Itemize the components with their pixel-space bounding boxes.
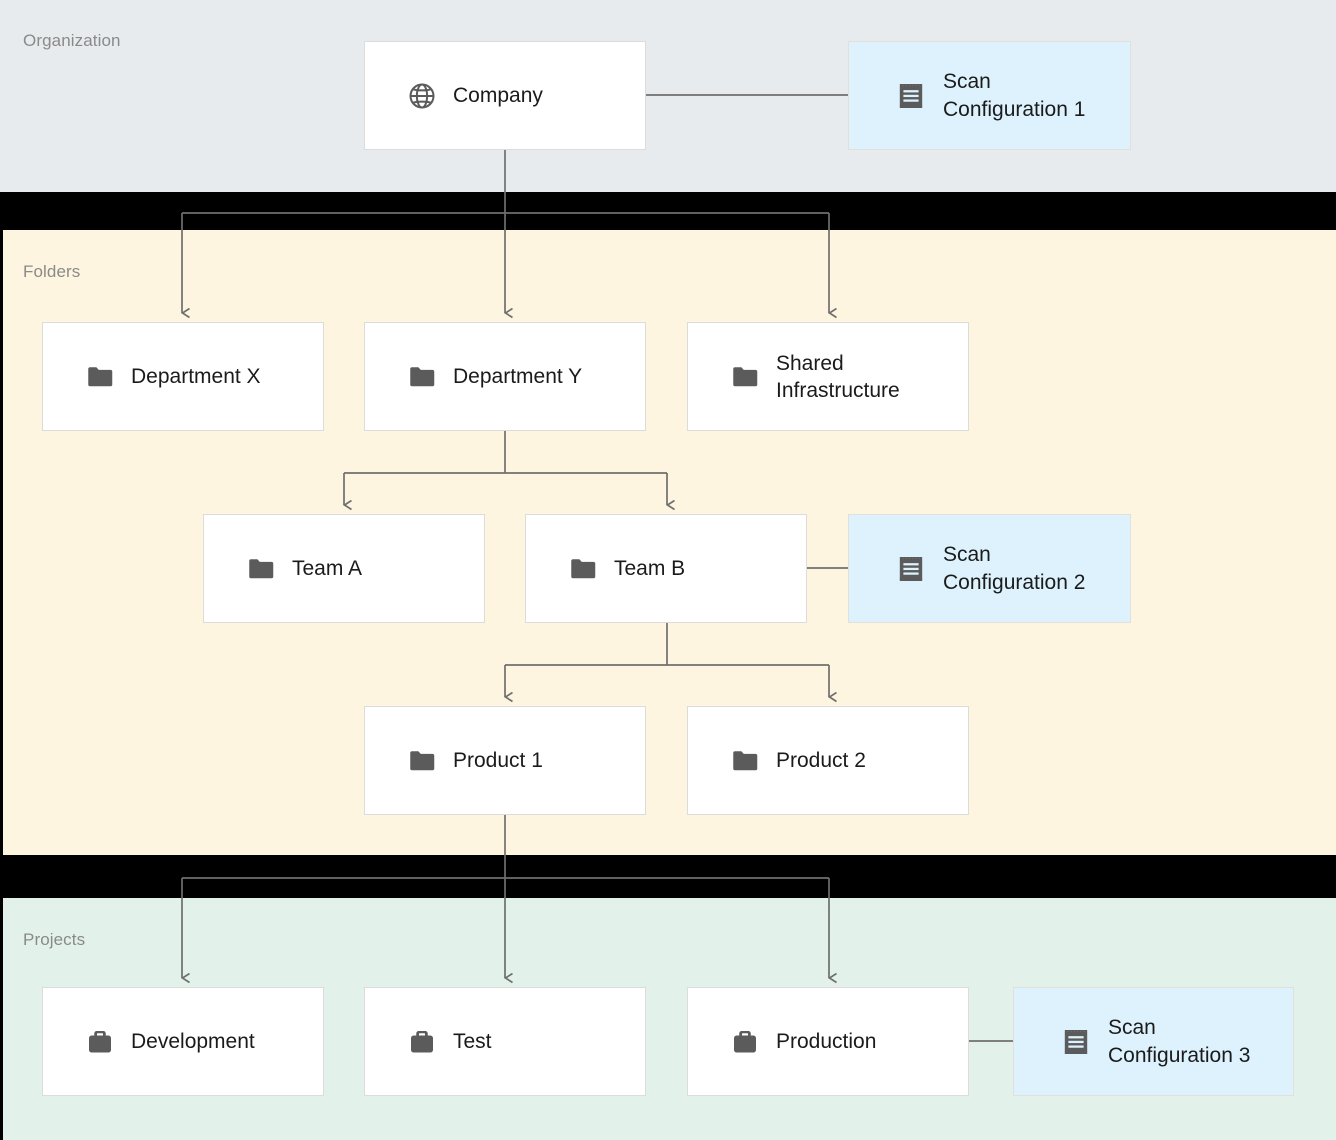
folder-icon	[85, 362, 115, 392]
node-product-1[interactable]: Product 1	[364, 706, 646, 815]
node-label: Shared Infrastructure	[776, 351, 900, 402]
node-label: Product 1	[453, 749, 543, 772]
folder-icon	[730, 746, 760, 776]
node-department-y[interactable]: Department Y	[364, 322, 646, 431]
node-label: Team A	[292, 557, 363, 580]
briefcase-icon	[730, 1027, 760, 1057]
node-label: Production	[776, 1030, 877, 1053]
folder-icon	[246, 554, 276, 584]
receipt-icon	[895, 553, 927, 585]
node-scan-configuration-2[interactable]: Scan Configuration 2	[848, 514, 1131, 623]
node-department-x[interactable]: Department X	[42, 322, 324, 431]
band-label-folders: Folders	[23, 262, 81, 281]
node-development[interactable]: Development	[42, 987, 324, 1096]
band-label-organization: Organization	[23, 31, 121, 50]
node-label: Scan Configuration 2	[943, 542, 1086, 594]
node-label: Department Y	[453, 365, 583, 388]
folder-icon	[730, 362, 760, 392]
node-label: Team B	[614, 557, 686, 580]
folder-icon	[568, 554, 598, 584]
band-organization: Organization	[0, 0, 1336, 192]
receipt-icon	[1060, 1026, 1092, 1058]
node-product-2[interactable]: Product 2	[687, 706, 969, 815]
receipt-icon	[895, 80, 927, 112]
node-scan-configuration-3[interactable]: Scan Configuration 3	[1013, 987, 1294, 1096]
node-scan-configuration-1[interactable]: Scan Configuration 1	[848, 41, 1131, 150]
node-production[interactable]: Production	[687, 987, 969, 1096]
node-test[interactable]: Test	[364, 987, 646, 1096]
band-label-projects: Projects	[23, 930, 86, 949]
node-label: Department X	[131, 365, 261, 388]
node-company[interactable]: Company	[364, 41, 646, 150]
briefcase-icon	[85, 1027, 115, 1057]
node-label: Product 2	[776, 749, 866, 772]
node-label: Scan Configuration 3	[1108, 1015, 1251, 1067]
node-team-a[interactable]: Team A	[203, 514, 485, 623]
briefcase-icon	[407, 1027, 437, 1057]
node-label: Development	[131, 1030, 255, 1053]
node-label: Scan Configuration 1	[943, 69, 1086, 121]
folder-icon	[407, 746, 437, 776]
node-label: Company	[453, 84, 543, 107]
globe-icon	[407, 81, 437, 111]
node-shared-infrastructure[interactable]: Shared Infrastructure	[687, 322, 969, 431]
node-label: Test	[453, 1030, 492, 1053]
folder-icon	[407, 362, 437, 392]
node-team-b[interactable]: Team B	[525, 514, 807, 623]
